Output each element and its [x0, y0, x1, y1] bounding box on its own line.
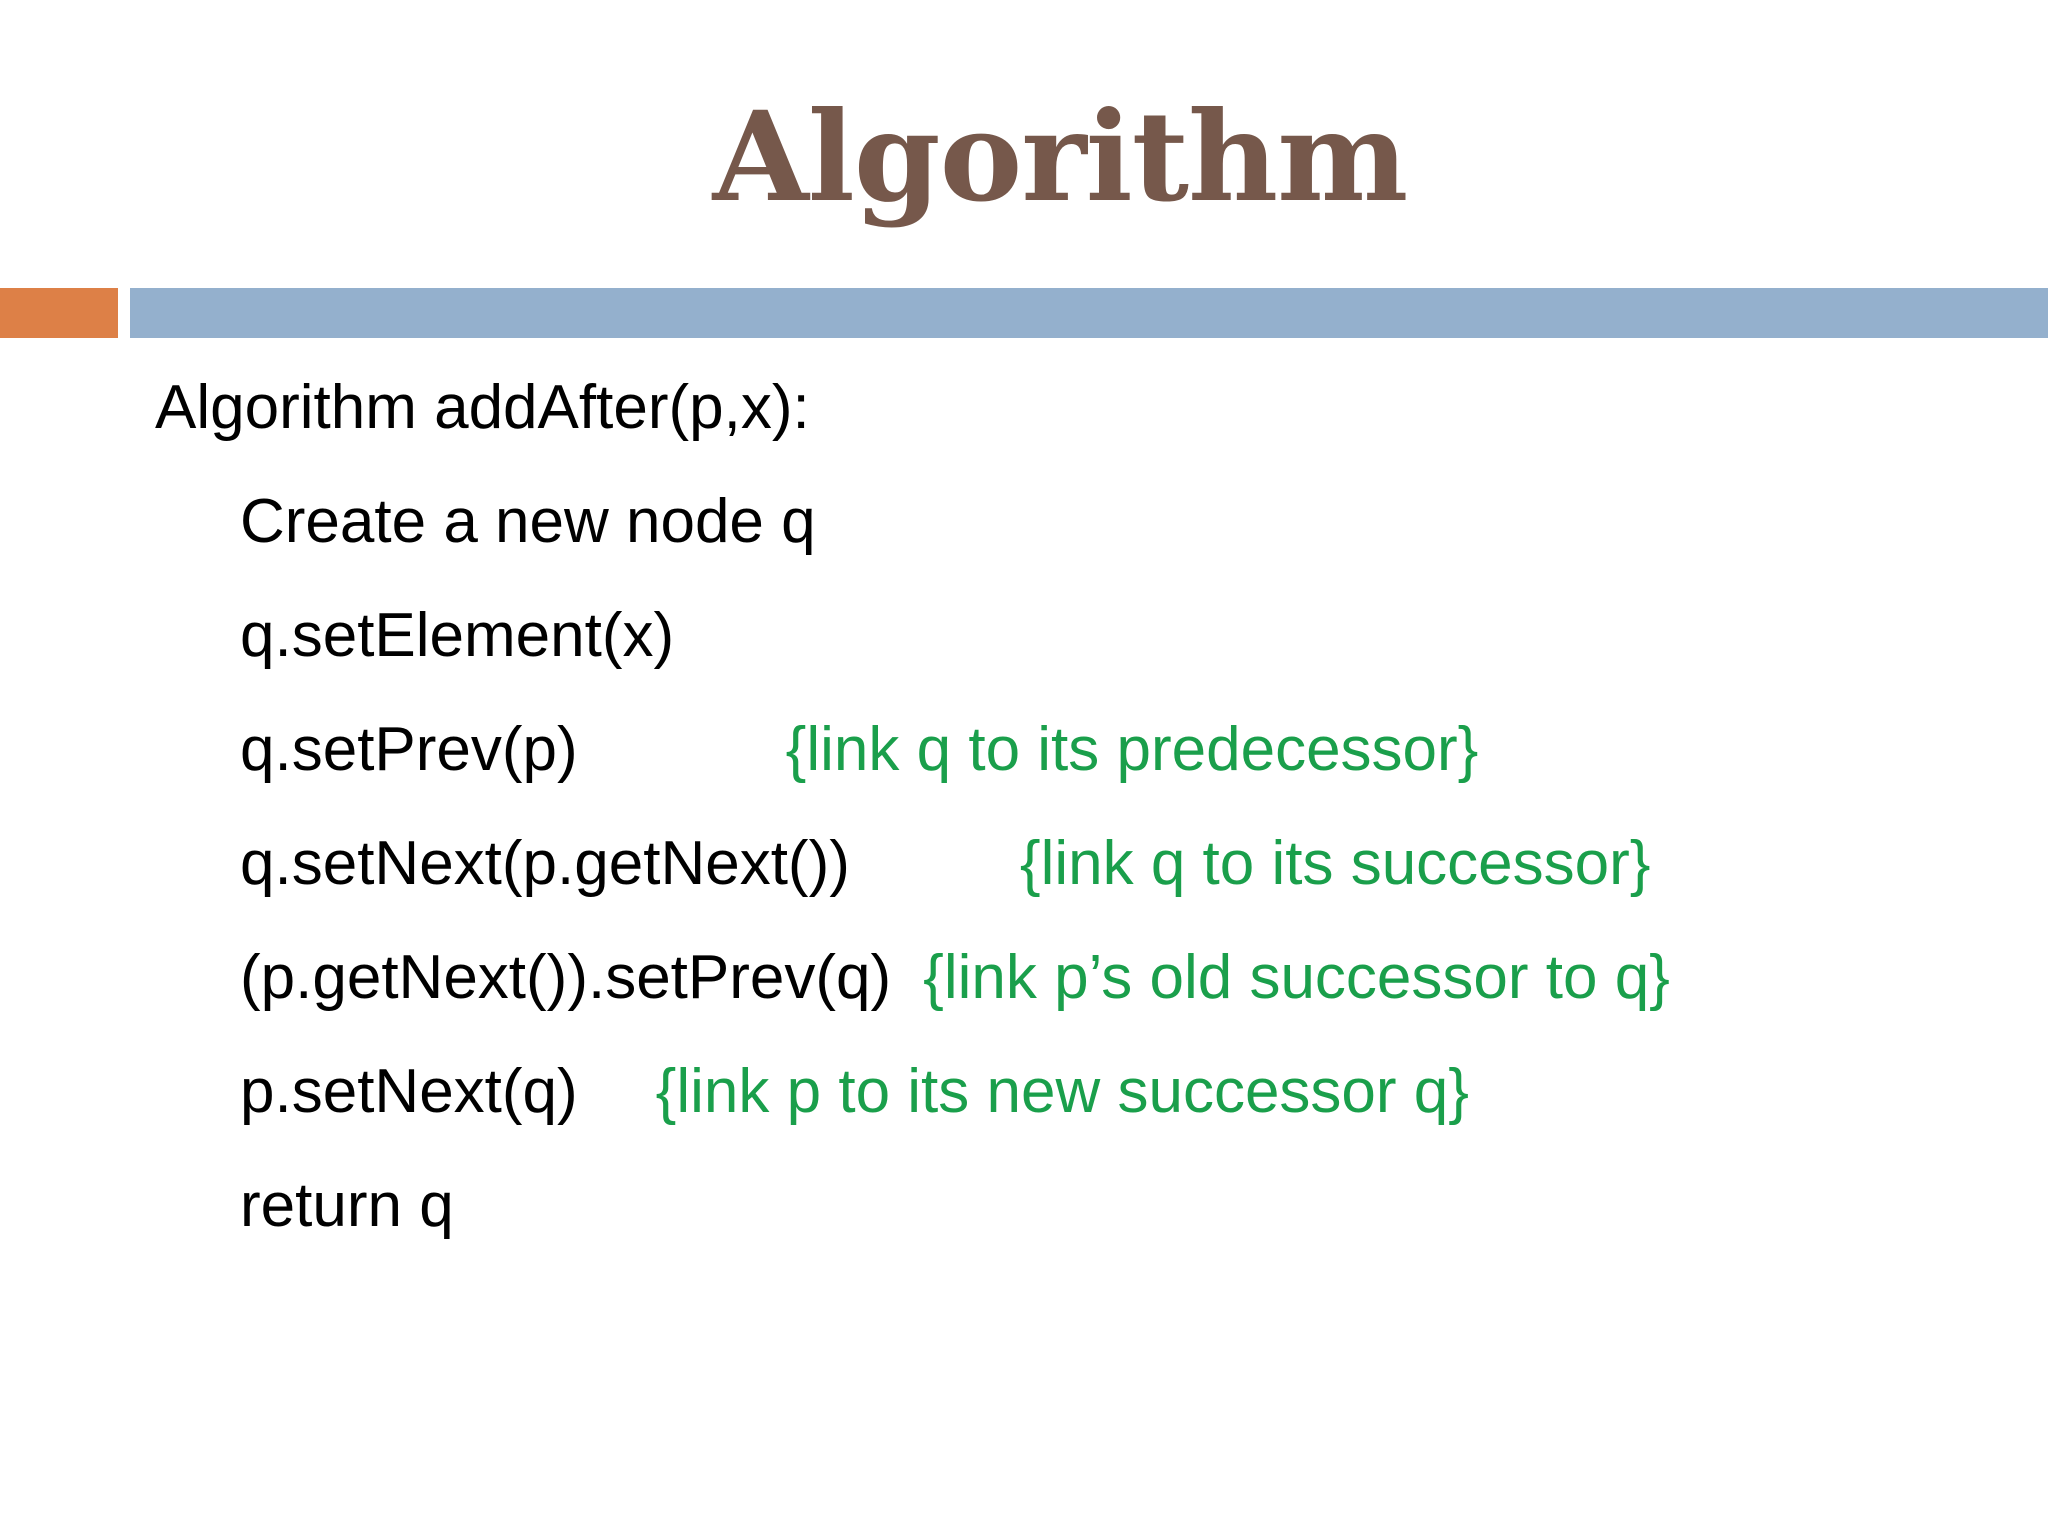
- title-rule-bar: [130, 288, 2048, 338]
- code-line: Algorithm addAfter(p,x):: [0, 372, 2048, 486]
- title-rule-accent: [0, 288, 118, 338]
- code-statement: (p.getNext()).setPrev(q): [240, 943, 892, 1012]
- code-line: Create a new node q: [0, 486, 2048, 600]
- page-title: Algorithm: [712, 84, 1409, 230]
- code-comment: {link q to its predecessor}: [785, 715, 1479, 784]
- code-comment: {link p to its new successor q}: [655, 1057, 1469, 1126]
- code-statement: q.setElement(x): [240, 601, 675, 670]
- code-statement: Algorithm addAfter(p,x):: [155, 373, 810, 442]
- algorithm-code-block: Algorithm addAfter(p,x): Create a new no…: [0, 372, 2048, 1284]
- code-line: p.setNext(q) {link p to its new successo…: [0, 1056, 2048, 1170]
- code-statement: q.setPrev(p): [240, 715, 578, 784]
- code-line: q.setNext(p.getNext()) {link q to its su…: [0, 828, 2048, 942]
- code-comment: {link q to its successor}: [1019, 829, 1651, 898]
- code-line: return q: [0, 1170, 2048, 1284]
- code-comment: {link p’s old successor to q}: [923, 943, 1670, 1012]
- code-line: q.setPrev(p) {link q to its predecessor}: [0, 714, 2048, 828]
- code-statement: p.setNext(q): [240, 1057, 578, 1126]
- code-statement: Create a new node q: [240, 487, 816, 556]
- title-area: Algorithm: [130, 78, 1990, 238]
- code-statement: return q: [240, 1171, 454, 1240]
- code-line: q.setElement(x): [0, 600, 2048, 714]
- code-statement: q.setNext(p.getNext()): [240, 829, 850, 898]
- code-line: (p.getNext()).setPrev(q) {link p’s old s…: [0, 942, 2048, 1056]
